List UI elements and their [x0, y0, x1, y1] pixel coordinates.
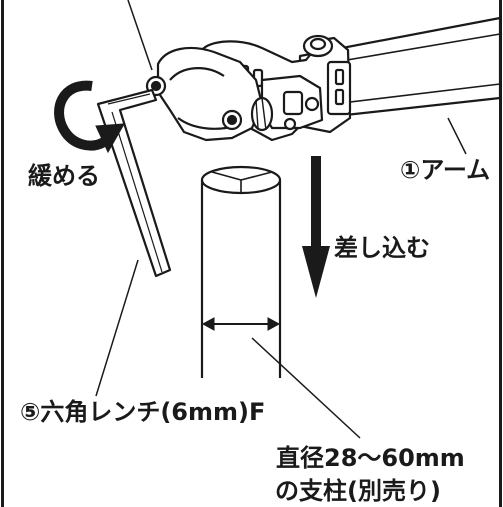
pole-diameter-label: 直径28〜60mm: [276, 444, 465, 472]
down-arrow-icon: [302, 156, 330, 298]
counterclockwise-rotation-arrow-icon: [54, 80, 125, 154]
hex-wrench-label: ⑤六角レンチ(6mm)F: [20, 398, 266, 426]
double-headed-arrow-icon: [201, 317, 281, 331]
clamp-assembly: [145, 34, 352, 142]
loosen-label: 緩める: [28, 162, 100, 190]
hex-wrench: [96, 88, 172, 278]
arm-label: ①アーム: [400, 156, 491, 184]
support-pole: [200, 165, 282, 378]
pole-note-label: の支柱(別売り): [275, 477, 441, 505]
insert-label: 差し込む: [334, 234, 430, 262]
leader-lines: [95, 0, 467, 439]
